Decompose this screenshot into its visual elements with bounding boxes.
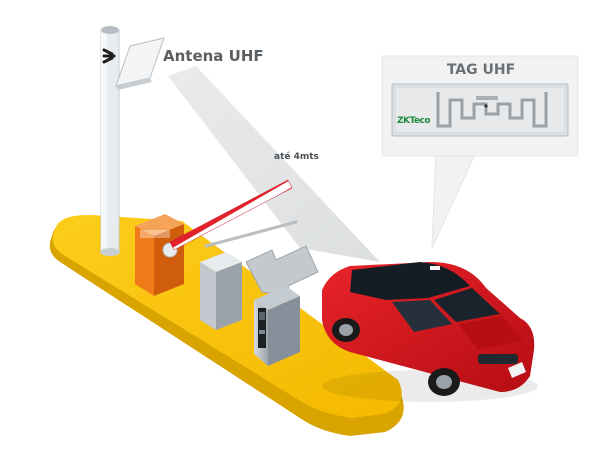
rfid-signal-beam [168, 66, 380, 262]
barrier-arm-extension [204, 220, 298, 248]
tag-logo: ZKTeco [397, 116, 431, 126]
ticket-kiosk [254, 286, 300, 366]
uhf-tag-icon [391, 83, 569, 137]
flat-panel-antenna-icon [102, 37, 165, 90]
range-label: até 4mts [274, 152, 319, 162]
red-car [322, 262, 538, 402]
antenna-pole [100, 26, 120, 256]
reader-pedestal [200, 252, 242, 330]
tag-title: TAG UHF [446, 62, 516, 78]
antenna-label: Antena UHF [163, 47, 264, 65]
barrier-gate [135, 214, 184, 296]
windshield-tag [430, 266, 440, 270]
barrier-arm [169, 179, 293, 251]
